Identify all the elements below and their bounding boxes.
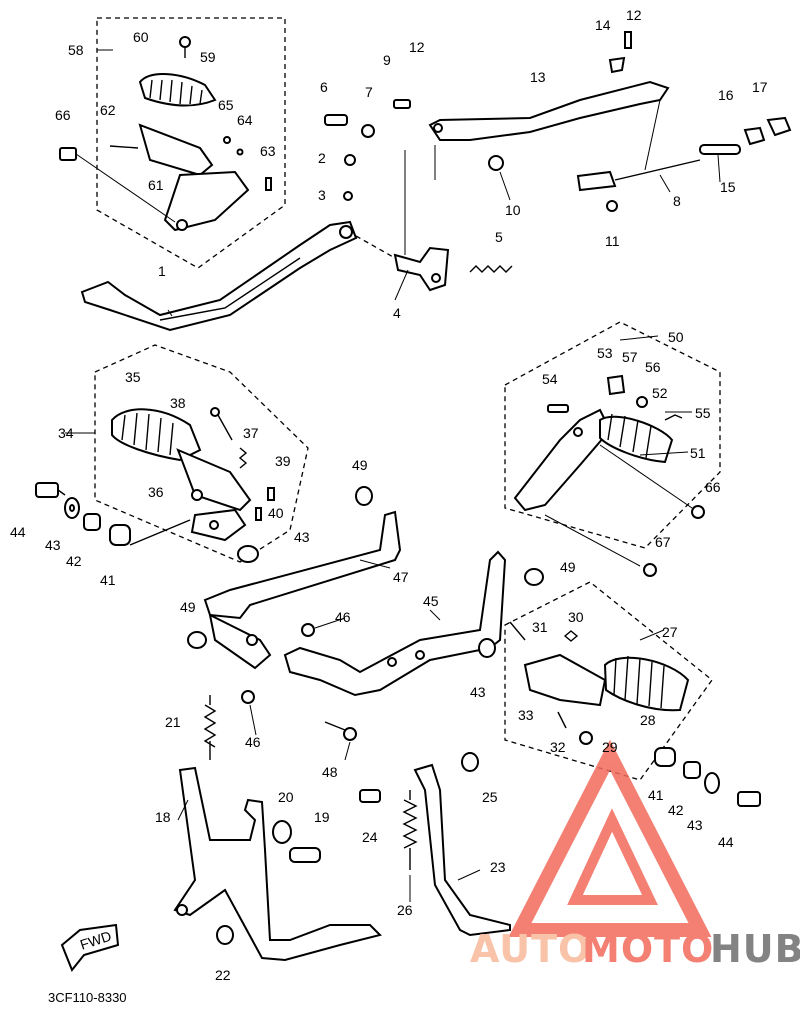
callout-36: 36	[148, 484, 164, 500]
callout-6: 6	[320, 79, 328, 95]
callout-16: 16	[718, 87, 734, 103]
callout-43d: 43	[687, 817, 703, 833]
callout-60: 60	[133, 29, 149, 45]
callout-17: 17	[752, 79, 768, 95]
watermark-auto: AUTO	[470, 927, 591, 971]
footrest-assembly-58	[59, 36, 272, 232]
callout-67: 67	[655, 534, 671, 550]
group-box-50	[504, 321, 721, 549]
callout-15: 15	[720, 179, 736, 195]
callout-27: 27	[662, 624, 678, 640]
callout-30: 30	[568, 609, 584, 625]
callout-44a: 44	[10, 524, 26, 540]
callout-42b: 42	[668, 802, 684, 818]
callout-51: 51	[690, 445, 706, 461]
callout-12b: 12	[626, 7, 642, 23]
callout-34: 34	[58, 425, 74, 441]
callout-42a: 42	[66, 553, 82, 569]
callout-41b: 41	[648, 787, 664, 803]
group-box-58	[96, 17, 286, 269]
callout-22: 22	[215, 967, 231, 983]
callout-43c: 43	[470, 684, 486, 700]
callout-3: 3	[318, 187, 326, 203]
callout-54: 54	[542, 371, 558, 387]
callout-2: 2	[318, 150, 326, 166]
callout-49c: 49	[180, 599, 196, 615]
footrest-assembly-34	[111, 407, 275, 546]
callout-14: 14	[595, 17, 611, 33]
footrest-assembly-27	[509, 621, 761, 807]
callout-50: 50	[668, 329, 684, 345]
frame-brackets	[187, 486, 544, 741]
callout-39: 39	[275, 453, 291, 469]
callout-57: 57	[622, 349, 638, 365]
callout-20: 20	[278, 789, 294, 805]
callout-28: 28	[640, 712, 656, 728]
callout-26: 26	[397, 902, 413, 918]
callout-46b: 46	[245, 734, 261, 750]
callout-18: 18	[155, 809, 171, 825]
callout-13: 13	[530, 69, 546, 85]
callout-8: 8	[673, 193, 681, 209]
callout-10: 10	[505, 202, 521, 218]
leader-lines	[65, 49, 721, 902]
automotohub-logo: AUTO MOTO HUB	[470, 739, 800, 971]
callout-61: 61	[148, 177, 164, 193]
stand-assembly	[173, 695, 511, 962]
callout-1: 1	[158, 263, 166, 279]
callout-48: 48	[322, 764, 338, 780]
callout-38: 38	[170, 395, 186, 411]
callout-35: 35	[125, 369, 141, 385]
diagram-code: 3CF110-8330	[48, 990, 127, 1005]
callout-11: 11	[605, 233, 620, 249]
callout-66a: 66	[55, 107, 71, 123]
callout-33: 33	[518, 707, 534, 723]
callout-43a: 43	[45, 537, 61, 553]
callout-59: 59	[200, 49, 216, 65]
callout-62: 62	[100, 102, 116, 118]
callout-44b: 44	[718, 834, 734, 850]
callout-29: 29	[602, 739, 618, 755]
callout-46a: 46	[335, 609, 351, 625]
callout-7: 7	[365, 84, 373, 100]
callout-49b: 49	[560, 559, 576, 575]
callout-32: 32	[550, 739, 566, 755]
callout-5: 5	[495, 229, 503, 245]
callout-19: 19	[314, 809, 330, 825]
group-box-27	[504, 581, 713, 781]
callout-65: 65	[218, 97, 234, 113]
callout-63: 63	[260, 143, 276, 159]
callout-47: 47	[393, 569, 409, 585]
left-hardware	[35, 482, 259, 563]
callout-24: 24	[362, 829, 378, 845]
callout-37: 37	[243, 425, 259, 441]
callout-58: 58	[68, 42, 84, 58]
callout-56: 56	[645, 359, 661, 375]
callout-55: 55	[695, 405, 711, 421]
fwd-arrow-icon: FWD	[60, 923, 120, 972]
callout-12a: 12	[409, 39, 425, 55]
watermark-hub: HUB	[710, 927, 800, 971]
callout-64: 64	[237, 112, 253, 128]
watermark-moto: MOTO	[582, 927, 714, 971]
callout-53: 53	[597, 345, 613, 361]
callout-21: 21	[165, 714, 181, 730]
callout-41a: 41	[100, 572, 116, 588]
callout-23: 23	[490, 859, 506, 875]
callout-43b: 43	[294, 529, 310, 545]
callout-31: 31	[532, 619, 548, 635]
callout-40: 40	[268, 505, 284, 521]
callout-4: 4	[393, 305, 401, 321]
callout-45: 45	[423, 593, 439, 609]
callout-66b: 66	[705, 479, 721, 495]
callouts: 58 60 59 66 62 65 64 63 61 6 7 9 12 13 1…	[10, 7, 768, 983]
footrest-assembly-50	[513, 374, 705, 577]
brake-pedal-assembly	[80, 31, 792, 332]
callout-25: 25	[482, 789, 498, 805]
callout-49a: 49	[352, 457, 368, 473]
callout-52: 52	[652, 385, 668, 401]
callout-9: 9	[383, 52, 391, 68]
